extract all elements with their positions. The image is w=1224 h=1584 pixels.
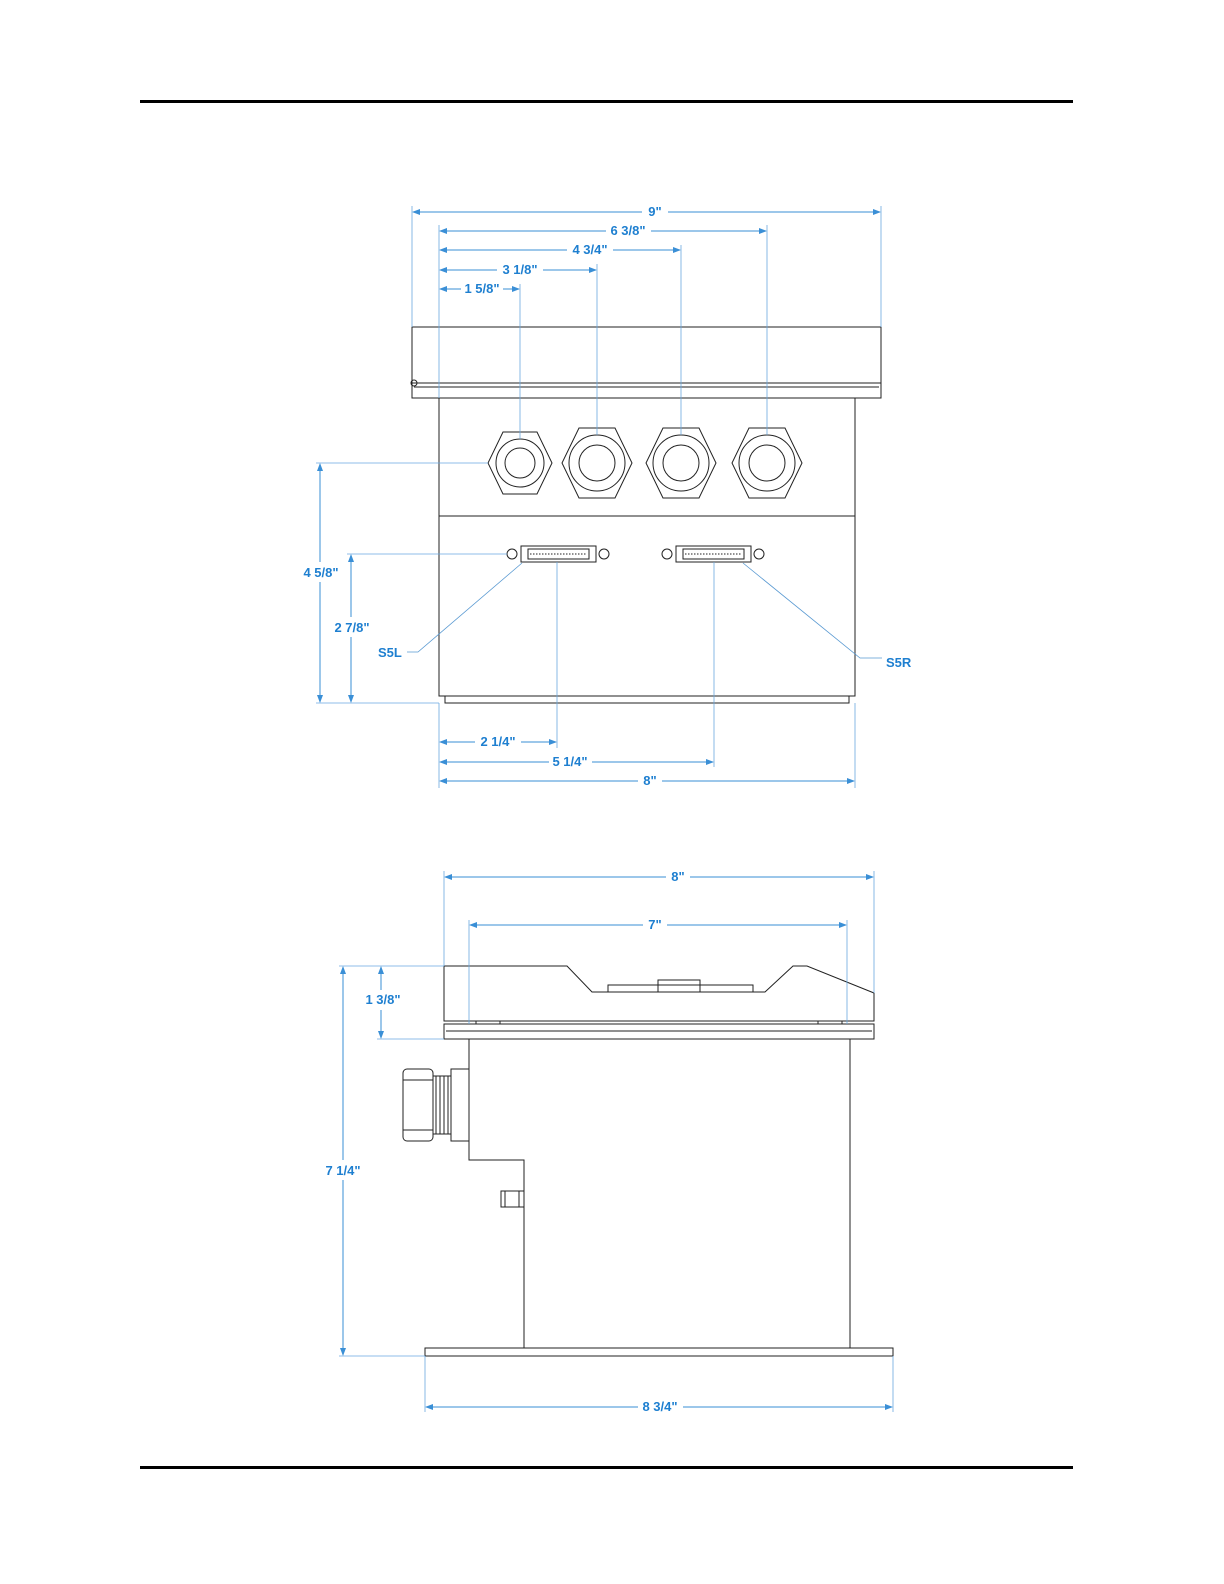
label-s5l: S5L [378, 645, 402, 660]
dim-gland3-4-3-4: 4 3/4" [440, 242, 680, 257]
dim-label: 3 1/8" [502, 262, 537, 277]
enclosure-lid [412, 327, 881, 383]
enclosure-body-lower [439, 516, 855, 696]
dim-label: 7" [648, 917, 661, 932]
dim-label: 7 1/4" [325, 1163, 360, 1178]
dim-label: 1 3/8" [365, 992, 400, 1007]
dim-label: 2 1/4" [480, 734, 515, 749]
front-view: 9" 6 3/8" 4 3/4" 3 1/8" 1 5/8" 2 1/4" [303, 204, 911, 788]
dim-conn-left-2-1-4: 2 1/4" [440, 734, 556, 749]
cable-gland-side [403, 1069, 469, 1141]
dim-side-width-8: 8" [445, 869, 873, 884]
dim-overall-height-7-1-4: 7 1/4" [325, 967, 360, 1355]
connector-s5r [662, 546, 764, 562]
base-plate [425, 1348, 893, 1356]
dim-overall-width-9: 9" [413, 204, 880, 219]
dim-label: 4 5/8" [303, 565, 338, 580]
dim-label: 1 5/8" [464, 281, 499, 296]
connector-s5l [507, 546, 609, 562]
dim-lid-height-1-3-8: 1 3/8" [365, 967, 400, 1038]
dim-height-4-5-8: 4 5/8" [303, 464, 338, 702]
dim-label: 2 7/8" [334, 620, 369, 635]
dim-label: 5 1/4" [552, 754, 587, 769]
side-connector [501, 1191, 524, 1207]
dim-body-width-8: 8" [440, 773, 854, 788]
dim-label: 8" [671, 869, 684, 884]
dim-label: 8" [643, 773, 656, 788]
dim-height-2-7-8: 2 7/8" [334, 555, 369, 702]
dim-gland4-6-3-8: 6 3/8" [440, 223, 766, 238]
dim-gland1-1-5-8: 1 5/8" [440, 281, 519, 296]
lid-profile [444, 966, 874, 1021]
enclosure-body-side [469, 1039, 850, 1348]
dim-base-width-8-3-4: 8 3/4" [426, 1399, 892, 1414]
label-s5r: S5R [886, 655, 912, 670]
lid-rim [412, 383, 881, 398]
dim-label: 6 3/8" [610, 223, 645, 238]
dim-gland2-3-1-8: 3 1/8" [440, 262, 596, 277]
dim-conn-right-5-1-4: 5 1/4" [440, 754, 713, 769]
dim-label: 8 3/4" [642, 1399, 677, 1414]
dim-label: 9" [648, 204, 661, 219]
enclosure-base-lip [445, 696, 849, 703]
side-view: 8" 7" 1 3/8" 7 1/4" 8 3/4" [325, 869, 893, 1414]
dim-lid-inner-7: 7" [470, 917, 846, 932]
dim-label: 4 3/4" [572, 242, 607, 257]
